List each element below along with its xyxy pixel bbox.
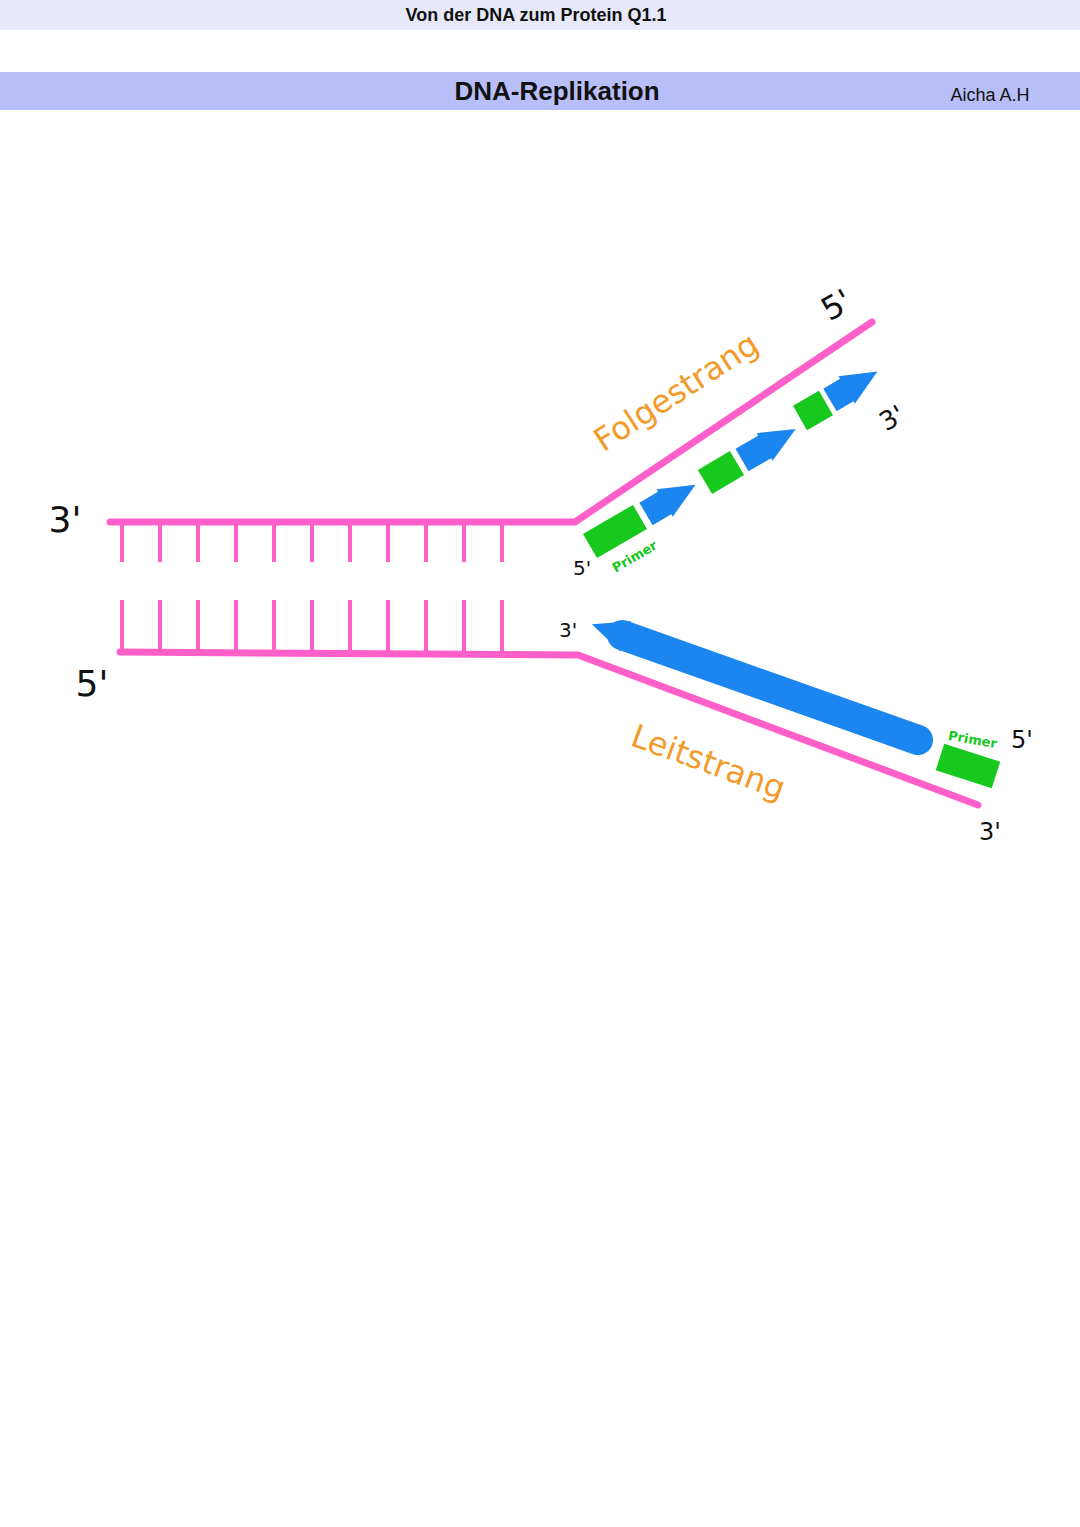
template-strand-top [110, 322, 872, 522]
end-label: 3' [875, 401, 909, 435]
base-pair-rungs [122, 524, 502, 652]
primer-label: Primer [947, 728, 998, 749]
strand-name: Leitstrang [627, 719, 789, 804]
header-band [0, 0, 1080, 30]
end-label: 5' [815, 284, 856, 326]
end-label: 5' [1011, 728, 1033, 752]
end-label: 3' [49, 502, 82, 538]
end-label: 5' [76, 666, 109, 702]
header-text: Von der DNA zum Protein Q1.1 [406, 6, 667, 24]
page-title: DNA-Replikation [455, 78, 660, 104]
end-label: 3' [559, 620, 577, 640]
end-label: 5' [573, 558, 591, 578]
author-name: Aicha A.H [951, 86, 1030, 104]
title-band [0, 72, 1080, 110]
end-label: 3' [979, 820, 1001, 844]
strand-name: Folgestrang [588, 327, 763, 456]
